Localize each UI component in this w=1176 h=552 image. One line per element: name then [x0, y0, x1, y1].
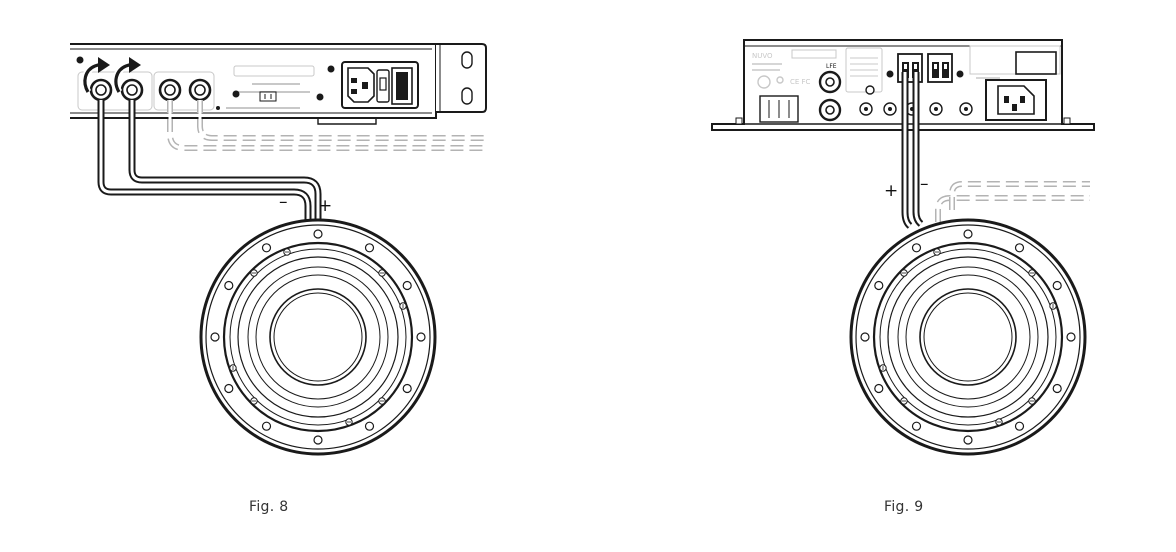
figure-9: NUVO CE FC LFE — [711, 39, 1095, 456]
subwoofer-driver — [849, 218, 1087, 456]
brand-label: NUVO — [752, 52, 773, 60]
polarity-minus-label: – — [920, 174, 929, 194]
speaker-terminal-plus — [120, 78, 144, 102]
speaker-terminal-minus — [89, 78, 113, 102]
optional-speaker-cable — [167, 100, 488, 151]
speaker-terminal-2-plus — [188, 78, 212, 102]
svg-text:CE FC: CE FC — [790, 78, 811, 86]
speaker-output-terminal-2 — [927, 53, 953, 83]
lfe-label: LFE — [826, 63, 837, 70]
polarity-plus-label: + — [884, 181, 899, 201]
figure-caption: Fig. 9 — [884, 499, 924, 515]
polarity-minus-label: – — [279, 192, 288, 212]
power-inlet-icon — [985, 79, 1047, 121]
fuse-icon — [376, 69, 390, 103]
figure-8 — [70, 43, 488, 456]
polarity-plus-label: + — [318, 196, 333, 216]
subwoofer-driver — [199, 218, 437, 456]
speaker-cable — [901, 72, 924, 229]
speaker-terminal-2-minus — [158, 78, 182, 102]
rack-amplifier — [70, 43, 487, 125]
optional-speaker-cable — [935, 181, 1090, 222]
power-switch-icon — [391, 67, 413, 105]
speaker-cable — [97, 100, 322, 222]
figure-caption: Fig. 8 — [249, 499, 289, 515]
